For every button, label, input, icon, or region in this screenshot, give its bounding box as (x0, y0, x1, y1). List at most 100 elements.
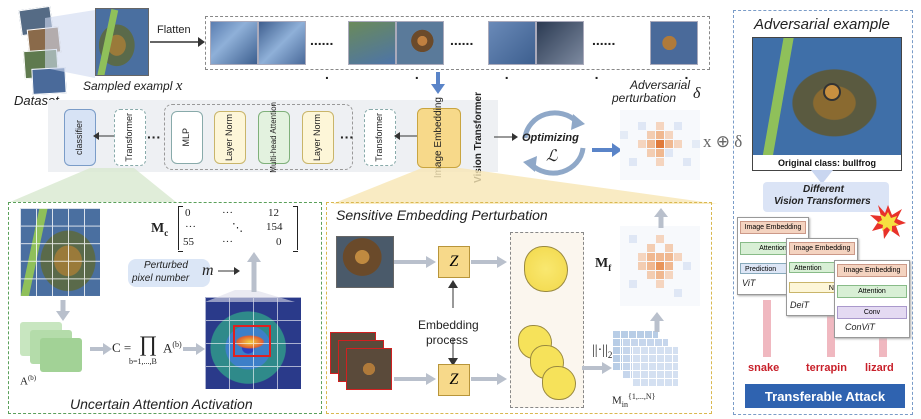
crop-arrow-1 (394, 256, 436, 268)
label-snake: snake (748, 362, 780, 374)
mc-r1c1: ⋱ (232, 222, 243, 234)
embedding-label-2: process (426, 333, 469, 347)
attention-map-stack (20, 322, 92, 378)
formula-prod: ∏ (139, 331, 158, 356)
perturbed-pill (128, 259, 210, 287)
mc-r2c0: 55 (183, 236, 194, 248)
arrow-to-classifier (93, 132, 115, 140)
x-oplus-delta: x ⊕ δ (703, 132, 743, 151)
layer-norm-block-1: Layer Norm (214, 111, 246, 164)
z-box-bottom: Z (438, 364, 470, 396)
sep-title: Sensitive Embedding Perturbation (336, 207, 548, 223)
funnel-left (10, 168, 176, 202)
strip-down-arrow (431, 72, 445, 94)
adversarial-frog-image (752, 37, 902, 157)
convit-card-att: Attention (837, 285, 907, 298)
strip-dots-3: ...... (592, 32, 616, 48)
patch-4 (396, 21, 444, 65)
funnel-right (332, 168, 718, 204)
mc-matrix (178, 206, 298, 252)
dot-row: ..... (325, 66, 775, 82)
c-to-map-arrow (183, 343, 205, 355)
feature-blob-top (524, 246, 568, 292)
layer-norm-block-2: Layer Norm (302, 111, 334, 164)
transferable-attack-banner: Transferable Attack (745, 384, 905, 408)
mc-up-arrow (247, 252, 261, 292)
transfer-bar-terrapin (827, 300, 835, 357)
classifier-block: classifier (64, 109, 96, 166)
different-label-1: Different (803, 184, 844, 195)
attention-heatmap (205, 297, 301, 389)
sep-frog-stack (330, 332, 392, 396)
sampled-frog-image (95, 8, 149, 76)
mc-r2c2: 0 (276, 236, 282, 248)
right-panel (733, 10, 913, 415)
crop-arrow-2 (394, 373, 436, 385)
optimizing-label: Optimizing (522, 132, 579, 144)
mlp-block: MLP (171, 111, 203, 164)
image-embedding-block: Image Embedding (417, 97, 461, 179)
pipeline-ellipsis-2: ··· (340, 129, 354, 145)
vit-label: Vision Transformer (472, 91, 484, 183)
flatten-label: Flatten (157, 24, 191, 36)
feature-blob-3 (542, 366, 576, 400)
sep-panel (326, 202, 712, 414)
arrow-emb-to-transformer (394, 132, 418, 140)
perturbed-label-1: Perturbed (144, 260, 188, 271)
pipeline-ellipsis-1: ··· (147, 129, 161, 145)
sep-frog-crop (336, 236, 394, 288)
mc-label: Mc (151, 221, 169, 238)
adv-down-arrow (811, 170, 833, 184)
label-lizard: lizard (865, 362, 894, 374)
patch-1 (210, 21, 258, 65)
min-heat-stack (612, 330, 696, 392)
mf-label: Mf (595, 256, 612, 273)
embedding-label-1: Embedding (418, 318, 479, 332)
z-arrow-bottom (471, 373, 507, 385)
label-terrapin: terrapin (806, 362, 847, 374)
optimizing-cycle (522, 110, 586, 176)
deit-card-emb: Image Embedding (789, 242, 855, 255)
uaa-title: Uncertain Attention Activation (70, 396, 253, 412)
mc-r0c1: ··· (222, 207, 233, 219)
perturb-label-1: Adversarial (630, 78, 691, 92)
convit-card-name: ConViT (845, 322, 875, 332)
different-vits-box (763, 182, 889, 212)
transformer-detail (164, 104, 353, 170)
patch-6 (536, 21, 584, 65)
m-arrow (218, 267, 240, 275)
orig-class-bar: Original class: bullfrog (752, 155, 902, 171)
arrow-to-perturbation (592, 143, 622, 157)
z-arrow-top (471, 256, 507, 268)
explosion-icon (870, 205, 906, 239)
mc-r0c2: 12 (268, 207, 279, 219)
convit-card-emb: Image Embedding (837, 264, 907, 277)
norm-label: ||·||2 (592, 343, 613, 360)
perturbed-label-2: pixel number (132, 273, 190, 284)
mc-r0c0: 0 (185, 207, 191, 219)
uaa-frog-grid (20, 208, 100, 296)
vit-card-emb: Image Embedding (740, 221, 806, 234)
deit-card-name: DeiT (790, 300, 810, 310)
patch-5 (488, 21, 536, 65)
perturbation-heatmap (620, 110, 700, 180)
z-box-top: Z (438, 246, 470, 278)
transformer-block-2: Transformer (364, 109, 396, 166)
dataset-label: Dataset (14, 93, 59, 108)
arrow-to-optimizing (494, 133, 518, 141)
formula-a: A(b) (163, 340, 182, 356)
patch-3 (348, 21, 396, 65)
loss-symbol: ℒ (546, 148, 558, 165)
patch-strip (205, 16, 710, 70)
min-label: Min{1,...,N} (612, 392, 656, 409)
patch-7 (650, 21, 698, 65)
transformer-block-1: Transformer (114, 109, 146, 166)
different-label-2: Vision Transformers (774, 196, 871, 207)
zoom-wedge (45, 10, 95, 78)
uaa-down-arrow (56, 300, 70, 321)
formula-sub: b=1,...,B (129, 357, 157, 366)
strip-dots-1: ...... (310, 32, 334, 48)
norm-arrow (582, 362, 612, 374)
vit-card-name: ViT (742, 278, 756, 288)
multihead-block: Multi-head Attention (258, 102, 290, 173)
